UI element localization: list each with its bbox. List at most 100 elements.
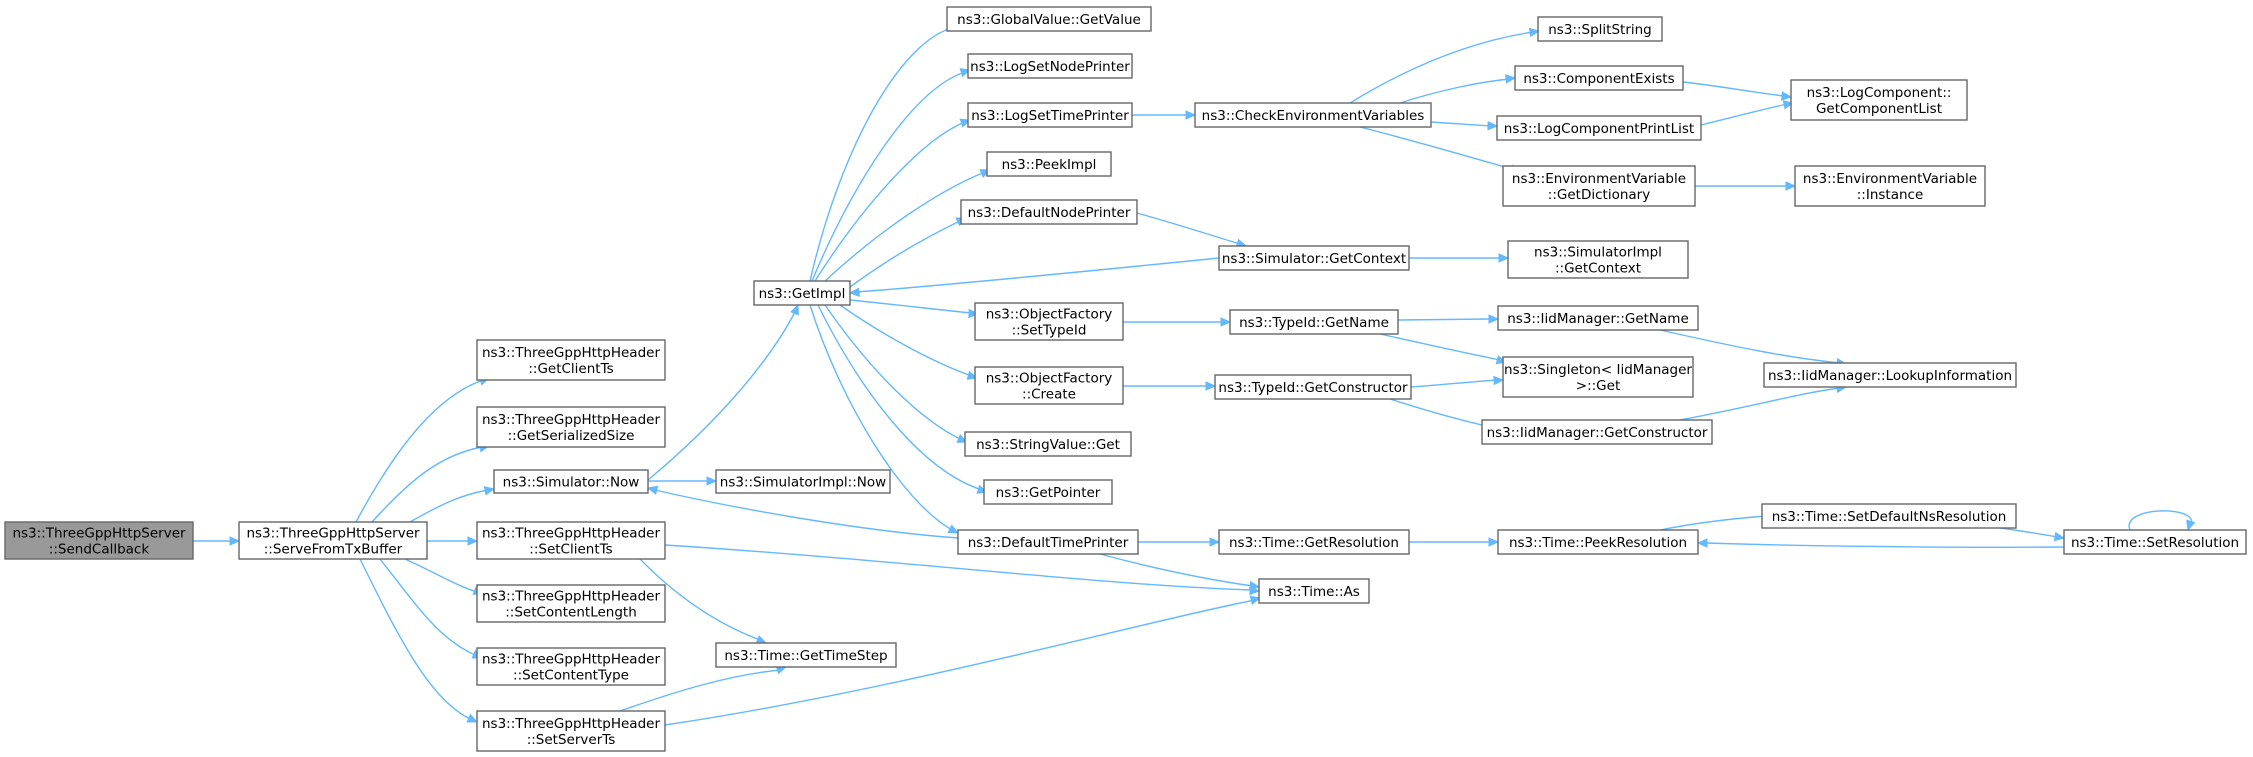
edge-line bbox=[1379, 333, 1501, 361]
node-box bbox=[1497, 305, 1699, 331]
node-label-line: ns3::TypeId::GetName bbox=[1239, 315, 1389, 331]
node-label-line: >::Get bbox=[1576, 378, 1620, 394]
edge-line bbox=[849, 299, 973, 314]
edge-arrowhead bbox=[1505, 74, 1517, 84]
edge-setResolution-self bbox=[2128, 510, 2196, 532]
edge-serve-setClientTs bbox=[427, 536, 479, 546]
node-label-line: ns3::LogComponentPrintList bbox=[1504, 121, 1694, 137]
node-label-line: ns3::IidManager::GetConstructor bbox=[1487, 425, 1708, 441]
node-label-line: ns3::ThreeGppHttpHeader bbox=[482, 716, 660, 732]
edge-setDefaultNsRes-setResolution bbox=[1999, 527, 2066, 542]
node-component-exists[interactable]: ns3::ComponentExists bbox=[1514, 65, 1684, 91]
node-box bbox=[1229, 309, 1399, 335]
node-log-component-print-list[interactable]: ns3::LogComponentPrintList bbox=[1496, 115, 1702, 141]
node-box bbox=[2063, 529, 2247, 555]
node-label-line: ns3::Time::SetDefaultNsResolution bbox=[1772, 509, 2007, 525]
node-type-id-get-name[interactable]: ns3::TypeId::GetName bbox=[1229, 309, 1399, 335]
edge-checkEnv-logComponentPrintList bbox=[1430, 120, 1499, 131]
node-label-line: ns3::EnvironmentVariable bbox=[1803, 171, 1977, 187]
node-set-resolution[interactable]: ns3::Time::SetResolution bbox=[2063, 529, 2247, 555]
node-iid-get-constructor[interactable]: ns3::IidManager::GetConstructor bbox=[1481, 419, 1713, 445]
node-time-get-resolution[interactable]: ns3::Time::GetResolution bbox=[1218, 529, 1410, 555]
edge-arrowhead bbox=[1781, 91, 1793, 101]
node-string-value-get[interactable]: ns3::StringValue::Get bbox=[964, 431, 1132, 457]
node-default-node-printer[interactable]: ns3::DefaultNodePrinter bbox=[960, 199, 1138, 225]
node-iid-lookup[interactable]: ns3::IidManager::LookupInformation bbox=[1763, 362, 2017, 388]
node-root[interactable]: ns3::ThreeGppHttpServer::SendCallback bbox=[4, 521, 194, 560]
edge-line bbox=[1099, 553, 1254, 587]
node-get-impl[interactable]: ns3::GetImpl bbox=[753, 280, 851, 306]
node-box bbox=[1218, 245, 1410, 271]
node-time-peek-resolution[interactable]: ns3::Time::PeekResolution bbox=[1497, 529, 1699, 555]
node-label-line: ns3::Time::SetResolution bbox=[2071, 535, 2239, 551]
node-label-line: ns3::ThreeGppHttpHeader bbox=[482, 412, 660, 428]
node-sim-impl-now[interactable]: ns3::SimulatorImpl::Now bbox=[715, 469, 891, 494]
node-box bbox=[1761, 503, 2017, 529]
node-log-set-time-printer[interactable]: ns3::LogSetTimePrinter bbox=[967, 102, 1133, 128]
node-box bbox=[946, 6, 1152, 32]
node-box bbox=[960, 199, 1138, 225]
node-set-content-type[interactable]: ns3::ThreeGppHttpHeader::SetContentType bbox=[476, 647, 666, 686]
node-sim-impl-get-context[interactable]: ns3::SimulatorImpl::GetContext bbox=[1507, 240, 1689, 279]
node-label-line: ::SetClientTs bbox=[529, 542, 612, 558]
node-check-env[interactable]: ns3::CheckEnvironmentVariables bbox=[1194, 102, 1432, 128]
edge-line bbox=[811, 71, 966, 282]
node-get-client-ts[interactable]: ns3::ThreeGppHttpHeader::GetClientTs bbox=[476, 339, 666, 381]
edge-line bbox=[817, 304, 983, 491]
node-log-set-node-printer[interactable]: ns3::LogSetNodePrinter bbox=[967, 53, 1133, 79]
edge-arrowhead bbox=[1498, 253, 1510, 263]
edge-getImpl-peekImpl bbox=[824, 169, 992, 282]
edge-arrowhead bbox=[968, 308, 980, 319]
node-box bbox=[1218, 529, 1410, 555]
node-singleton-get[interactable]: ns3::Singleton< IidManager>::Get bbox=[1502, 356, 1694, 398]
node-box bbox=[1497, 529, 1699, 555]
node-box bbox=[1514, 65, 1684, 91]
node-sim-get-context[interactable]: ns3::Simulator::GetContext bbox=[1218, 245, 1410, 271]
node-box bbox=[238, 521, 428, 560]
node-iid-get-name[interactable]: ns3::IidManager::GetName bbox=[1497, 305, 1699, 331]
node-of-set-type-id[interactable]: ns3::ObjectFactory::SetTypeId bbox=[974, 302, 1124, 341]
node-box bbox=[715, 469, 891, 494]
node-serve[interactable]: ns3::ThreeGppHttpServer::ServeFromTxBuff… bbox=[238, 521, 428, 560]
node-env-instance[interactable]: ns3::EnvironmentVariable::Instance bbox=[1794, 165, 1986, 207]
node-log-comp-get-list[interactable]: ns3::LogComponent::GetComponentList bbox=[1790, 79, 1968, 121]
node-label-line: GetComponentList bbox=[1816, 101, 1942, 117]
edge-serve-setContentType bbox=[379, 558, 484, 659]
node-sim-now[interactable]: ns3::Simulator::Now bbox=[493, 469, 649, 494]
edge-line bbox=[1397, 318, 1492, 321]
node-of-create[interactable]: ns3::ObjectFactory::Create bbox=[974, 366, 1124, 405]
node-env-get-dictionary[interactable]: ns3::EnvironmentVariable::GetDictionary bbox=[1502, 165, 1696, 207]
node-set-client-ts[interactable]: ns3::ThreeGppHttpHeader::SetClientTs bbox=[476, 521, 666, 560]
node-label-line: ::SetContentType bbox=[513, 668, 629, 684]
edge-line bbox=[1704, 542, 2065, 548]
node-set-content-length[interactable]: ns3::ThreeGppHttpHeader::SetContentLengt… bbox=[476, 584, 666, 623]
edge-line bbox=[849, 219, 963, 288]
edge-arrowhead bbox=[229, 536, 241, 546]
node-label-line: ::Instance bbox=[1857, 187, 1924, 203]
node-default-time-printer[interactable]: ns3::DefaultTimePrinter bbox=[957, 529, 1139, 555]
node-type-id-get-constructor[interactable]: ns3::TypeId::GetConstructor bbox=[1214, 374, 1412, 400]
node-label-line: ::SendCallback bbox=[49, 542, 150, 558]
node-get-pointer[interactable]: ns3::GetPointer bbox=[983, 479, 1113, 505]
node-label-line: ::SetContentLength bbox=[505, 605, 637, 621]
edge-arrowhead bbox=[1785, 181, 1797, 191]
node-label-line: ns3::Time::PeekResolution bbox=[1509, 535, 1687, 551]
node-peek-impl[interactable]: ns3::PeekImpl bbox=[986, 151, 1112, 177]
edge-line bbox=[809, 304, 953, 531]
edge-line bbox=[409, 489, 489, 523]
edge-getImpl-getPointer bbox=[817, 304, 989, 494]
edge-line bbox=[404, 558, 478, 593]
node-set-server-ts[interactable]: ns3::ThreeGppHttpHeader::SetServerTs bbox=[476, 710, 666, 752]
node-time-as[interactable]: ns3::Time::As bbox=[1258, 578, 1370, 604]
node-get-serialized-size[interactable]: ns3::ThreeGppHttpHeader::GetSerializedSi… bbox=[476, 406, 666, 448]
edge-line bbox=[1389, 398, 1491, 428]
node-label-line: ns3::LogSetTimePrinter bbox=[971, 108, 1129, 124]
node-get-time-step[interactable]: ns3::Time::GetTimeStep bbox=[715, 642, 897, 668]
edge-line bbox=[654, 489, 959, 539]
node-split-string[interactable]: ns3::SplitString bbox=[1537, 16, 1663, 42]
node-label-line: ns3::SimulatorImpl bbox=[1534, 245, 1662, 261]
node-set-default-ns-res[interactable]: ns3::Time::SetDefaultNsResolution bbox=[1761, 503, 2017, 529]
edge-setResolution-timePeekResolution bbox=[1696, 538, 2065, 548]
node-gv-get-value[interactable]: ns3::GlobalValue::GetValue bbox=[946, 6, 1152, 32]
